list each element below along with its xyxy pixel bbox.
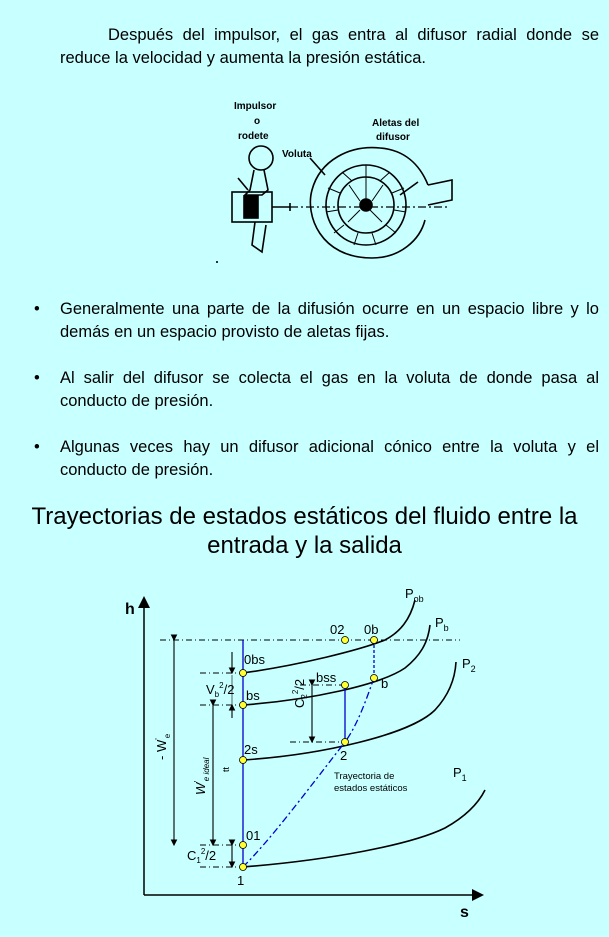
label-2: 2 xyxy=(340,748,347,763)
impeller-rotor-label: rodete xyxy=(238,131,269,142)
diffuser-ring xyxy=(325,164,407,246)
w-ideal-label: W'e ideal xyxy=(193,757,211,795)
bullet-item: • Algunas veces hay un difusor adicional … xyxy=(30,436,599,482)
shaft xyxy=(272,203,291,211)
impeller-stem xyxy=(243,169,269,196)
point-0b xyxy=(370,636,378,644)
path-label-1: Trayectoria de xyxy=(334,771,394,782)
isobar-pb-label: Pb xyxy=(435,615,449,633)
label-01: 01 xyxy=(246,828,260,843)
point-01 xyxy=(239,841,247,849)
bullet-item: • Al salir del difusor se colecta el gas … xyxy=(30,367,599,413)
label-02: 02 xyxy=(330,622,344,637)
minus-w-label: - W'e xyxy=(154,733,172,760)
label-0bs: 0bs xyxy=(244,652,265,667)
isobar-pob-label: Pob xyxy=(405,586,424,604)
isobar-p1 xyxy=(242,789,486,868)
bullet-text: Generalmente una parte de la difusión oc… xyxy=(60,300,599,341)
point-2 xyxy=(341,738,349,746)
label-1: 1 xyxy=(237,873,244,888)
hub xyxy=(359,198,373,212)
vanes-label: Aletas del xyxy=(372,118,419,129)
label-0b: 0b xyxy=(364,622,378,637)
label-b: b xyxy=(381,676,388,691)
volute-outer xyxy=(309,146,429,259)
axis-s-label: s xyxy=(460,904,469,921)
label-2s: 2s xyxy=(244,742,258,757)
bullet-text: Al salir del difusor se colecta el gas e… xyxy=(60,369,599,410)
bullet-item: • Generalmente una parte de la difusión o… xyxy=(30,298,599,344)
bullet-list: • Generalmente una parte de la difusión o… xyxy=(30,298,599,505)
point-bs xyxy=(239,701,247,709)
point-02 xyxy=(341,636,349,644)
point-2s xyxy=(239,756,247,764)
impeller-core xyxy=(243,195,259,219)
axis-h-label: h xyxy=(125,601,135,618)
volute-label: Voluta xyxy=(282,149,312,160)
point-0bs xyxy=(239,669,247,677)
impeller-lower xyxy=(251,221,267,254)
impeller-body xyxy=(231,191,273,223)
intro-paragraph: Después del impulsor, el gas entra al di… xyxy=(60,26,599,67)
vb-label: Vb2/2 xyxy=(206,681,234,699)
impeller-label: Impulsor xyxy=(234,101,276,112)
point-bss xyxy=(341,681,349,689)
vanes-label-2: difusor xyxy=(376,132,410,143)
path-label-2: estados estáticos xyxy=(334,783,408,794)
bullet-mark: • xyxy=(34,300,40,318)
impeller-ring xyxy=(337,176,395,234)
label-bs: bs xyxy=(246,688,260,703)
bullet-mark: • xyxy=(34,438,40,456)
impeller-hub-circle xyxy=(248,145,274,171)
c2-label: C22/2 xyxy=(291,679,309,708)
static-path xyxy=(242,677,375,868)
bullet-mark: • xyxy=(34,369,40,387)
bullet-text: Algunas veces hay un difusor adicional c… xyxy=(60,438,599,479)
point-b xyxy=(370,674,378,682)
volute-outer-lower xyxy=(371,219,426,259)
section-heading: Trayectorias de estados estáticos del fl… xyxy=(31,503,578,559)
isobar-p2 xyxy=(242,661,457,761)
label-bss: bss xyxy=(316,670,337,685)
impeller-o-label: o xyxy=(254,116,260,127)
volute-pointer xyxy=(309,157,326,176)
impeller-pointer xyxy=(237,177,249,191)
isobar-p2-label: P2 xyxy=(462,656,476,674)
c1-label: C12/2 xyxy=(187,847,216,865)
isobar-pob xyxy=(242,599,416,674)
point-1 xyxy=(239,863,247,871)
volute-outlet xyxy=(427,179,453,206)
isobar-p1-label: P1 xyxy=(453,765,467,783)
isobar-pb xyxy=(242,624,431,706)
vanes-pointer xyxy=(399,181,419,196)
tt-label: tt xyxy=(221,766,231,772)
